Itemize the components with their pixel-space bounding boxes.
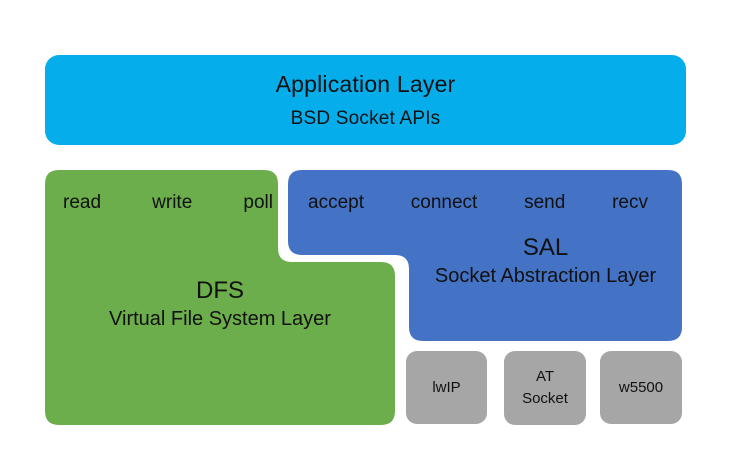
sal-layer-box: accept connect send recv SAL Socket Abst… xyxy=(288,170,682,341)
application-layer-title: Application Layer xyxy=(275,70,456,97)
backend-at-socket-line1: AT xyxy=(535,368,555,386)
dfs-api-write: write xyxy=(152,192,193,213)
sal-layer-abbr: SAL xyxy=(522,234,569,261)
application-layer-box: Application Layer BSD Socket APIs xyxy=(45,55,686,145)
sal-layer-fullname: Socket Abstraction Layer xyxy=(434,265,657,288)
dfs-layer-fullname: Virtual File System Layer xyxy=(109,308,331,331)
backend-lwip-line1: lwIP xyxy=(432,378,461,396)
dfs-api-list: read write poll xyxy=(63,192,273,214)
backend-box-w5500: w5500 xyxy=(600,351,682,424)
backend-at-socket-line2: Socket xyxy=(522,390,568,407)
dfs-layer-abbr: DFS xyxy=(196,277,244,304)
sal-api-recv: recv xyxy=(612,192,648,213)
sal-api-send: send xyxy=(524,192,566,213)
sal-layer-label: SAL Socket Abstraction Layer xyxy=(409,232,682,289)
backend-box-at-socket: AT Socket xyxy=(504,351,586,425)
sal-api-accept: accept xyxy=(308,192,364,213)
dfs-api-read: read xyxy=(63,192,102,213)
application-layer-subtitle: BSD Socket APIs xyxy=(290,107,441,129)
dfs-layer-label: DFS Virtual File System Layer xyxy=(45,275,395,332)
backend-w5500-line1: w5500 xyxy=(618,378,664,396)
dfs-api-poll: poll xyxy=(243,192,273,213)
sal-api-connect: connect xyxy=(410,192,478,213)
sal-api-list: accept connect send recv xyxy=(308,192,648,214)
backend-box-lwip: lwIP xyxy=(406,351,487,424)
